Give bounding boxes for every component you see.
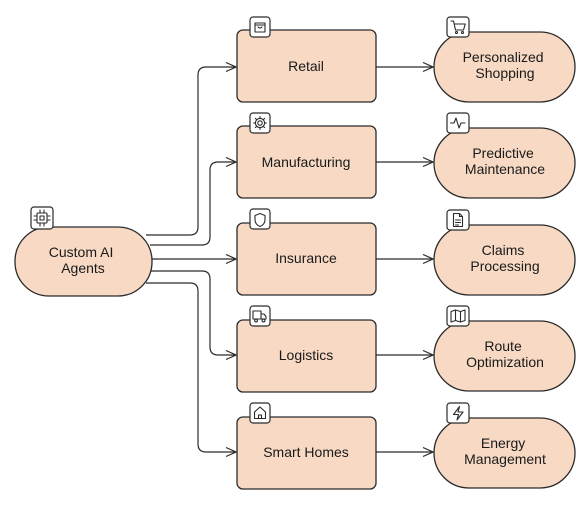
application-label-line-2: Shopping xyxy=(475,65,534,81)
industry-label-manufacturing: Manufacturing xyxy=(262,154,351,170)
application-label-line-2: Management xyxy=(464,451,546,467)
edge-root-smart-homes xyxy=(146,282,236,452)
application-label-line-1: Route xyxy=(484,338,522,354)
industry-node-retail: Retail xyxy=(236,16,377,103)
chip-icon xyxy=(30,206,54,230)
map-icon xyxy=(446,305,470,327)
root-edges xyxy=(146,67,236,452)
industry-edges xyxy=(376,67,433,452)
application-node-personalized-shopping: Personalized Shopping xyxy=(433,16,576,103)
application-node-route-optimization: Route Optimization xyxy=(433,305,576,392)
application-label-claims-processing: Claims Processing xyxy=(470,242,539,274)
application-node-energy-management: Energy Management xyxy=(433,402,576,489)
application-label-line-1: Energy xyxy=(481,435,525,451)
root-node: Custom AI Agents xyxy=(14,206,153,297)
root-label-line-2: Agents xyxy=(61,260,105,276)
industry-label-retail: Retail xyxy=(288,58,324,74)
application-label-line-2: Maintenance xyxy=(465,161,545,177)
application-label-energy-management: Energy Management xyxy=(464,435,546,467)
application-node-claims-processing: Claims Processing xyxy=(433,209,576,296)
industry-node-smart-homes: Smart Homes xyxy=(236,402,377,490)
edge-root-retail xyxy=(146,67,236,236)
document-icon xyxy=(446,209,470,231)
industry-label-logistics: Logistics xyxy=(279,347,333,363)
application-label-line-1: Claims xyxy=(482,242,525,258)
application-label-route-optimization: Route Optimization xyxy=(466,338,544,370)
shield-icon xyxy=(249,208,271,230)
gear-icon xyxy=(249,112,271,134)
edge-root-logistics xyxy=(150,270,236,355)
application-label-line-1: Predictive xyxy=(472,145,534,161)
edge-root-manufacturing xyxy=(150,162,236,246)
industry-label-insurance: Insurance xyxy=(275,250,337,266)
application-label-personalized-shopping: Personalized Shopping xyxy=(463,49,548,81)
activity-icon xyxy=(446,112,470,134)
application-node-predictive-maintenance: Predictive Maintenance xyxy=(433,112,576,199)
truck-icon xyxy=(249,305,271,327)
home-icon xyxy=(249,402,271,424)
shopping-cart-icon xyxy=(446,16,470,38)
industry-node-insurance: Insurance xyxy=(236,208,377,296)
application-label-predictive-maintenance: Predictive Maintenance xyxy=(465,145,545,177)
shopping-bag-icon xyxy=(249,16,271,38)
industry-node-logistics: Logistics xyxy=(236,305,377,393)
lightning-icon xyxy=(446,402,470,424)
industry-node-manufacturing: Manufacturing xyxy=(236,112,377,199)
industry-label-smart-homes: Smart Homes xyxy=(263,444,349,460)
application-label-line-2: Optimization xyxy=(466,354,544,370)
root-label: Custom AI Agents xyxy=(49,244,117,276)
application-label-line-1: Personalized xyxy=(463,49,544,65)
application-label-line-2: Processing xyxy=(470,258,539,274)
root-label-line-1: Custom AI xyxy=(49,244,114,260)
